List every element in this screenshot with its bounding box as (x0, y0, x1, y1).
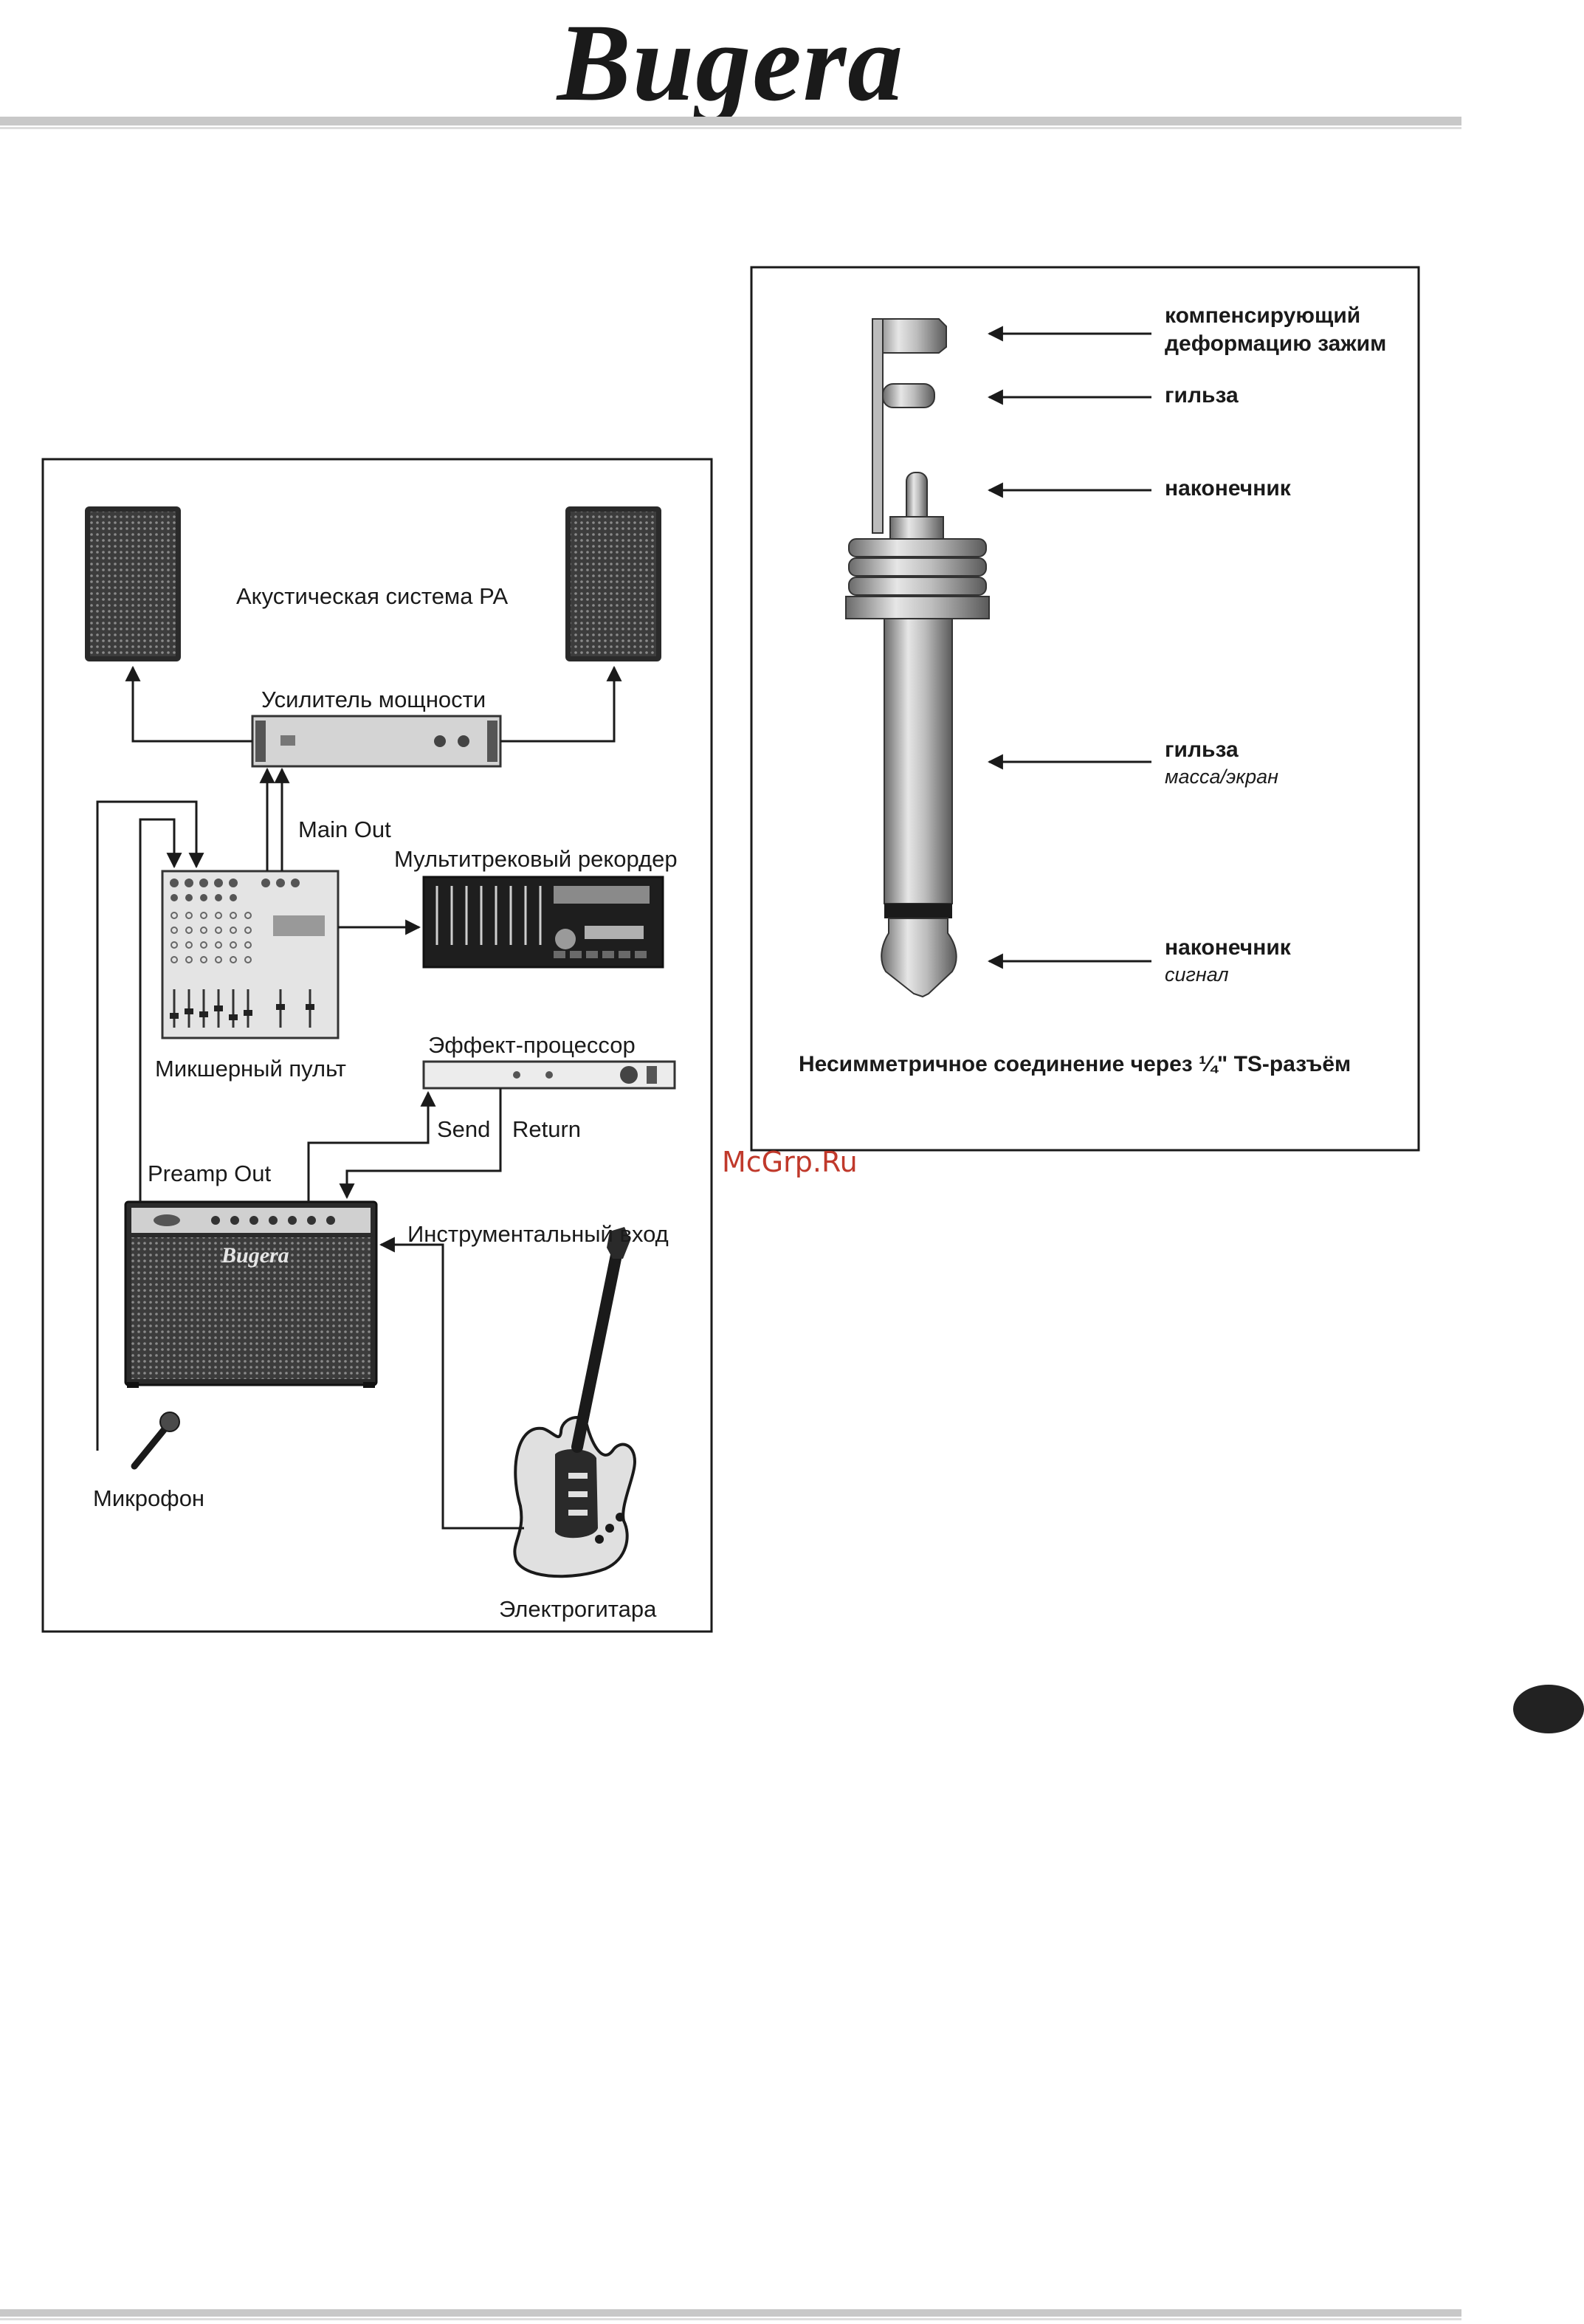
mixer-label: Микшерный пульт (155, 1056, 347, 1082)
sleeve-top-label: гильза (1165, 383, 1239, 408)
pa-speaker-left (85, 506, 181, 661)
ts-label-pointers (987, 326, 1151, 969)
multitrack-recorder (422, 876, 664, 969)
header-rule-thin (0, 127, 1461, 129)
send-label: Send (437, 1116, 491, 1142)
preamp-out-label: Preamp Out (148, 1161, 272, 1186)
main-out-label: Main Out (298, 817, 391, 842)
microphone-label: Микрофон (93, 1485, 205, 1511)
power-amplifier (251, 715, 502, 768)
pa-speakers-label: Акустическая система PA (236, 583, 509, 609)
page-badge (1513, 1685, 1584, 1733)
pa-speaker-right (565, 506, 661, 661)
guitar-label: Электрогитара (499, 1596, 657, 1622)
amp-brand-logo: Bugera (221, 1243, 289, 1268)
sleeve-label: гильза (1165, 738, 1239, 762)
footer-rule (0, 2309, 1461, 2317)
effects-processor (422, 1060, 676, 1090)
footer-rule-thin (0, 2318, 1461, 2320)
ts-connector-frame (750, 266, 1420, 1152)
mixing-console (161, 870, 340, 1039)
strain-relief-label-line1: компенсирующий (1165, 303, 1361, 328)
tip-top-label: наконечник (1165, 476, 1291, 501)
ts-jack-plug (845, 318, 990, 998)
header-rule (0, 117, 1461, 126)
instrument-input-label: Инструментальный вход (407, 1221, 669, 1247)
recorder-label: Мультитрековый рекордер (394, 846, 678, 872)
watermark: McGrp.Ru (722, 1146, 858, 1178)
power-amp-label: Усилитель мощности (261, 687, 486, 712)
strain-relief-label-line2: деформацию зажим (1165, 331, 1387, 356)
return-label: Return (512, 1116, 582, 1142)
tip-sub-label: сигнал (1165, 963, 1229, 986)
setup-diagram-frame (41, 458, 713, 1633)
tip-label: наконечник (1165, 935, 1291, 960)
brand-logo: Bugera (557, 1, 905, 124)
ts-connector-caption: Несимметричное соединение через ¼" TS-ра… (799, 1052, 1351, 1076)
effects-label: Эффект-процессор (428, 1032, 636, 1058)
signal-connections (96, 665, 622, 1530)
microphone (131, 1412, 180, 1470)
electric-guitar (513, 1227, 637, 1578)
sleeve-sub-label: масса/экран (1165, 766, 1278, 788)
guitar-amp-combo (124, 1200, 378, 1388)
